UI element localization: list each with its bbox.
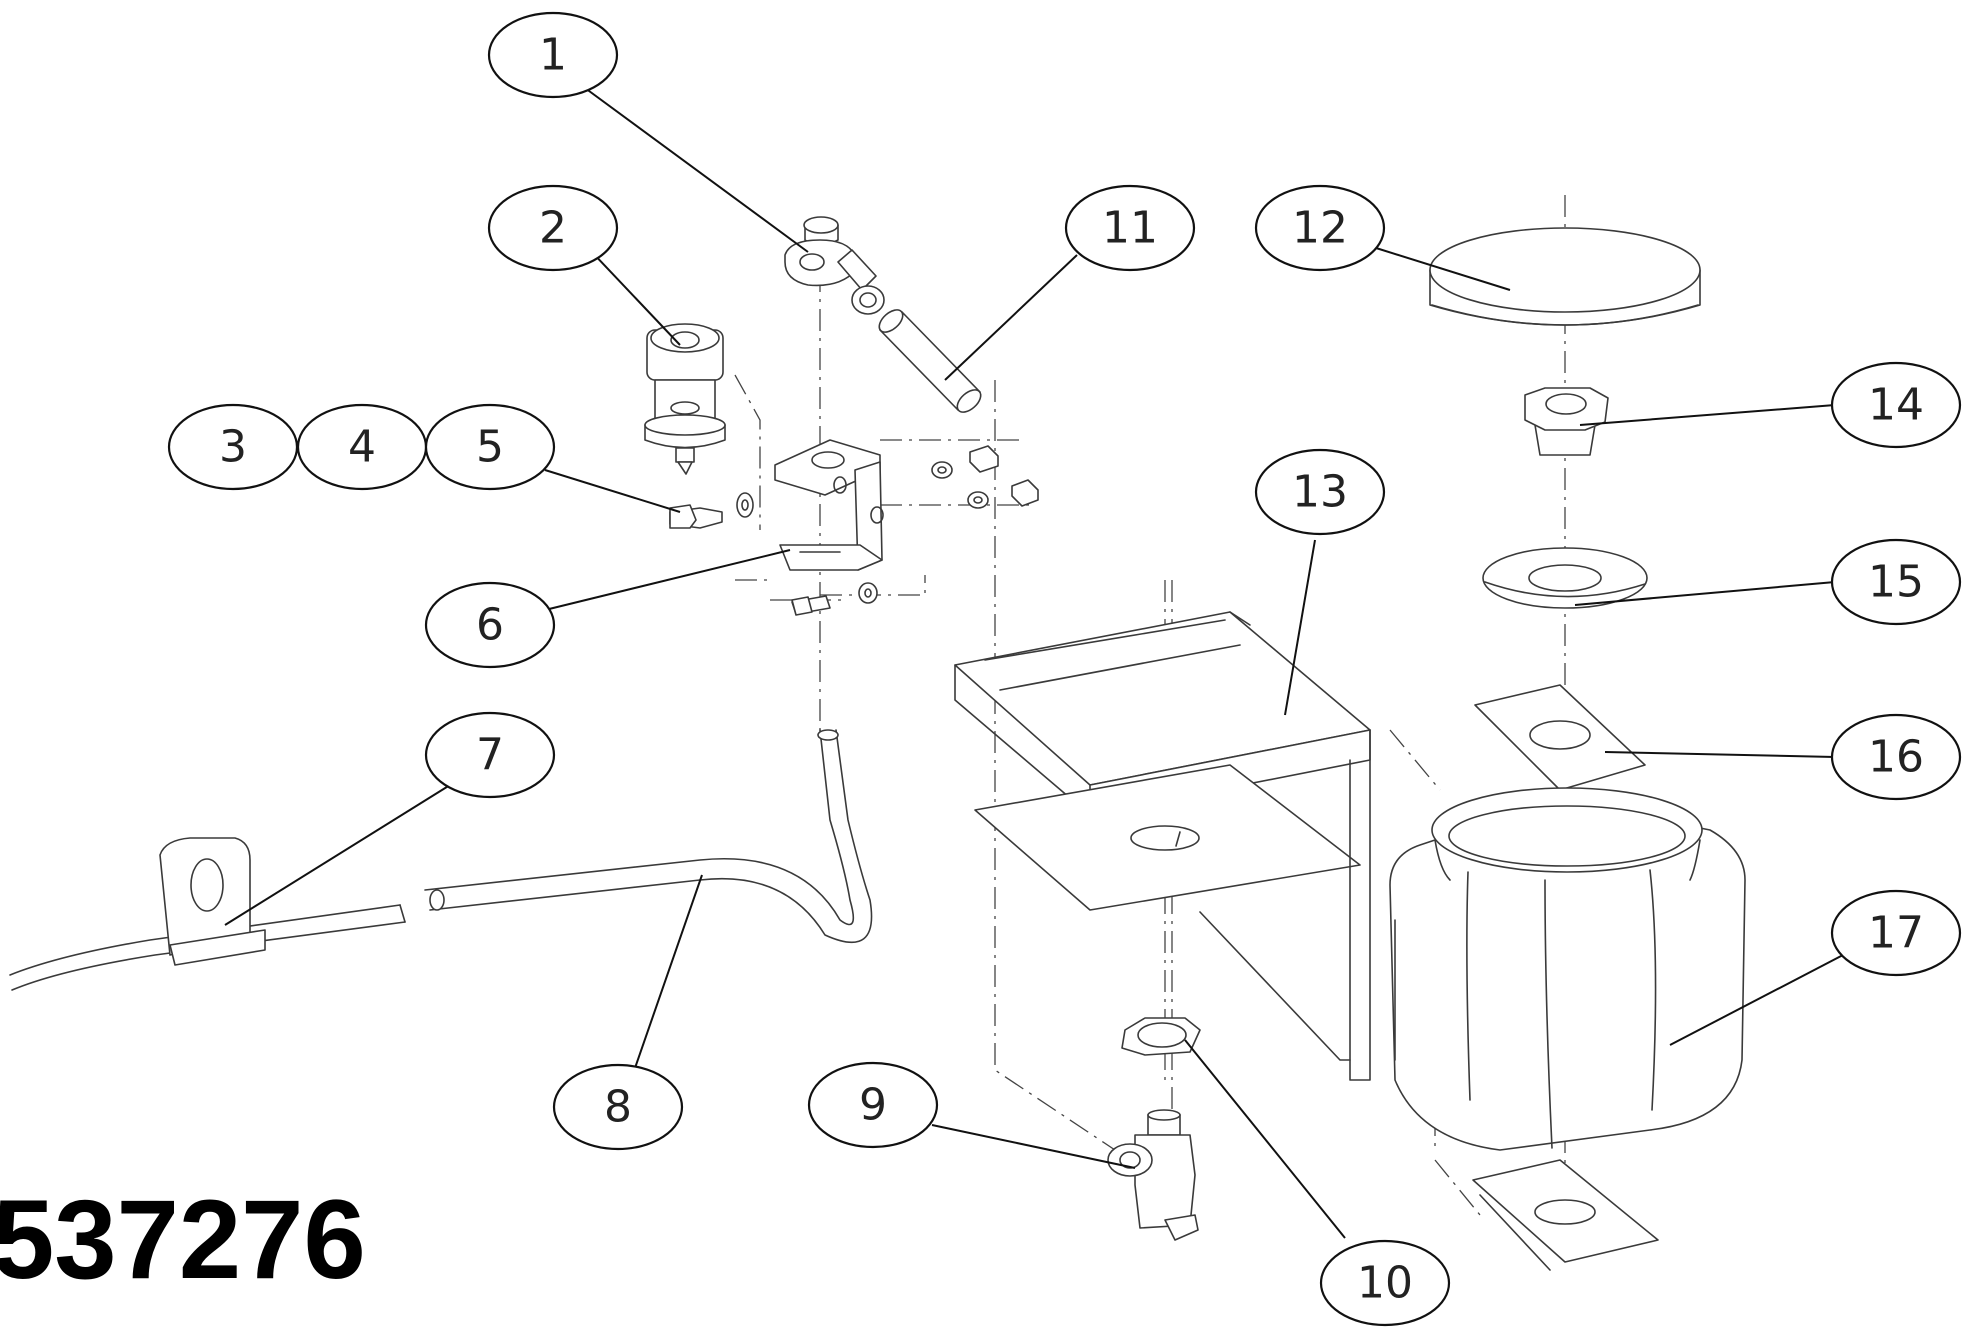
- callout-bubble-14: 14: [1830, 361, 1962, 449]
- bolt-and-washers: [669, 445, 1039, 616]
- svg-text:2: 2: [539, 203, 567, 254]
- svg-text:17: 17: [1868, 908, 1924, 959]
- callout-bubble-12: 12: [1254, 184, 1386, 272]
- top-mounting-plate: [1474, 684, 1646, 791]
- flexible-hose: [424, 729, 873, 944]
- svg-text:9: 9: [859, 1080, 887, 1131]
- callout-bubble-8: 8: [552, 1063, 684, 1151]
- bottom-mounting-plate: [1472, 1159, 1659, 1271]
- svg-text:1: 1: [539, 30, 567, 81]
- callout-bubble-11: 11: [1064, 184, 1196, 272]
- callout-bubble-16: 16: [1830, 713, 1962, 801]
- svg-text:3: 3: [219, 422, 247, 473]
- callout-bubble-1: 1: [487, 11, 619, 99]
- svg-text:16: 16: [1868, 732, 1924, 783]
- callout-bubble-4: 4: [296, 403, 428, 491]
- svg-text:5: 5: [476, 422, 504, 473]
- callout-bubble-5: 5: [424, 403, 556, 491]
- elbow-fitting: [784, 216, 885, 315]
- svg-text:11: 11: [1102, 203, 1158, 254]
- svg-text:10: 10: [1357, 1258, 1413, 1309]
- svg-text:13: 13: [1292, 467, 1348, 518]
- drain-line: [9, 837, 406, 991]
- callout-bubble-13: 13: [1254, 448, 1386, 536]
- reservoir-bracket: [954, 611, 1371, 1081]
- svg-text:7: 7: [476, 730, 504, 781]
- hex-nut: [1121, 1017, 1201, 1056]
- callout-bubble-15: 15: [1830, 538, 1962, 626]
- svg-text:8: 8: [604, 1082, 632, 1133]
- mounting-bracket: [774, 439, 884, 571]
- drain-valve: [1107, 1109, 1199, 1241]
- svg-text:15: 15: [1868, 557, 1924, 608]
- svg-text:14: 14: [1868, 380, 1924, 431]
- leader-lines: [224, 87, 1844, 1239]
- callout-bubble-10: 10: [1319, 1239, 1451, 1327]
- callout-bubble-17: 17: [1830, 889, 1962, 977]
- callout-bubble-7: 7: [424, 711, 556, 799]
- tube: [878, 309, 982, 413]
- sight-glass-oiler: [644, 323, 726, 475]
- svg-text:12: 12: [1292, 203, 1348, 254]
- callout-bubble-9: 9: [807, 1061, 939, 1149]
- drawing-number: 537276: [0, 1177, 366, 1302]
- reservoir-cap: [1429, 227, 1701, 326]
- gasket-washer: [1482, 547, 1648, 609]
- callout-bubble-6: 6: [424, 581, 556, 669]
- callout-bubble-2: 2: [487, 184, 619, 272]
- svg-text:6: 6: [476, 600, 504, 651]
- callout-bubble-3: 3: [167, 403, 299, 491]
- reservoir-tank: [1389, 787, 1746, 1151]
- filler-fitting: [1524, 387, 1609, 456]
- svg-text:4: 4: [348, 422, 376, 473]
